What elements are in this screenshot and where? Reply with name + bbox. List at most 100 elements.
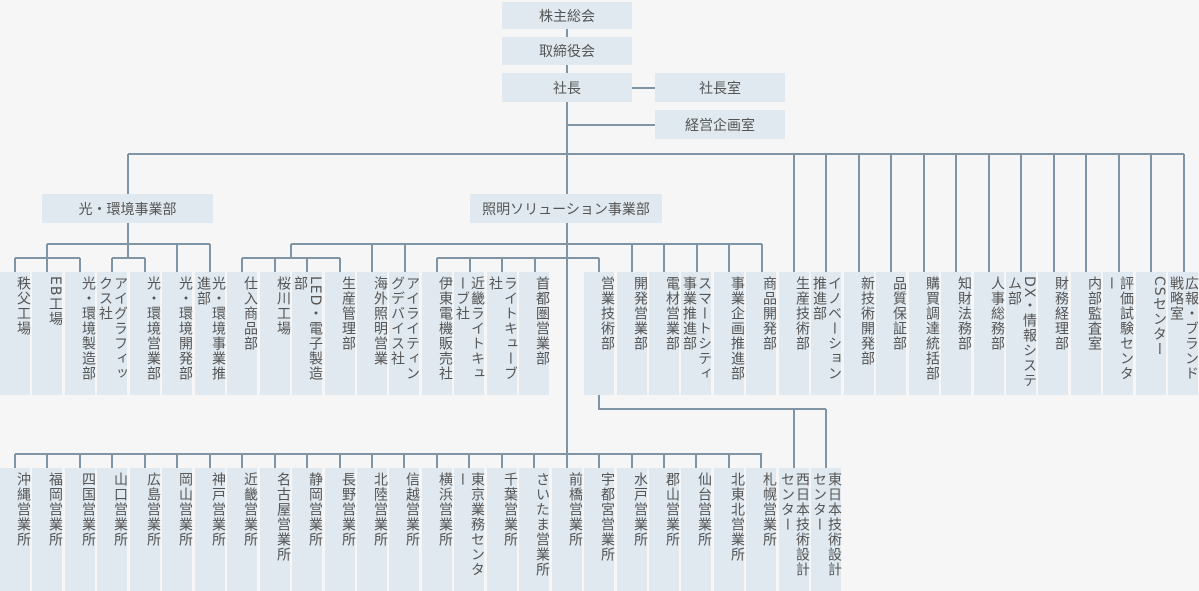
box-label: 知財法務部 bbox=[956, 276, 972, 351]
office-box: 札幌営業所 bbox=[746, 468, 777, 591]
box-label: DX・情報システム部 bbox=[1006, 276, 1037, 389]
box-label: スマートシティ事業推進部 bbox=[681, 276, 712, 381]
box-label: 東日本技術設計センター bbox=[811, 472, 842, 577]
box-label: 西日本技術設計センター bbox=[779, 472, 810, 577]
department-box: 開発営業部 bbox=[617, 272, 648, 395]
department-box: イノベーション推進部 bbox=[811, 272, 842, 395]
box-label: アイグラフィックス社 bbox=[97, 276, 128, 381]
office-box: 前橋営業所 bbox=[552, 468, 583, 591]
department-box: アイグラフィックス社 bbox=[97, 272, 128, 395]
box-label: 札幌営業所 bbox=[761, 472, 777, 547]
box-label: 首都圏営業部 bbox=[534, 276, 550, 366]
board-label: 取締役会 bbox=[539, 44, 595, 60]
box-label: 近畿ライトキューブ社 bbox=[454, 276, 485, 381]
box-label: 北陸営業所 bbox=[372, 472, 388, 547]
box-label: 前橋営業所 bbox=[567, 472, 583, 547]
box-label: 神戸営業所 bbox=[210, 472, 226, 547]
department-box: スマートシティ事業推進部 bbox=[681, 272, 712, 395]
box-label: 北東北営業所 bbox=[729, 472, 745, 562]
office-box: 西日本技術設計センター bbox=[779, 468, 810, 591]
box-label: ライトキューブ社 bbox=[487, 276, 518, 381]
department-box: 品質保証部 bbox=[876, 272, 907, 395]
planning-office-box: 経営企画室 bbox=[655, 110, 785, 139]
office-box: 広島営業所 bbox=[130, 468, 161, 591]
box-label: 郡山営業所 bbox=[664, 472, 680, 547]
department-box: 知財法務部 bbox=[941, 272, 972, 395]
office-box: 信越営業所 bbox=[389, 468, 420, 591]
lighting-solution-division-label: 照明ソリューション事業部 bbox=[482, 201, 650, 218]
box-label: 事業企画推進部 bbox=[729, 276, 745, 381]
office-box: 沖縄営業所 bbox=[0, 468, 31, 591]
department-box: 光・環境営業部 bbox=[130, 272, 161, 395]
box-label: 生産管理部 bbox=[340, 276, 356, 351]
department-box: ライトキューブ社 bbox=[487, 272, 518, 395]
box-label: 近畿営業所 bbox=[242, 472, 258, 547]
department-box: CSセンター bbox=[1136, 272, 1167, 395]
office-box: 郡山営業所 bbox=[649, 468, 680, 591]
office-box: 横浜営業所 bbox=[422, 468, 453, 591]
office-box: 千葉営業所 bbox=[487, 468, 518, 591]
department-box: 首都圏営業部 bbox=[519, 272, 550, 395]
box-label: 光・環境営業部 bbox=[145, 276, 161, 381]
department-box: 桜川工場 bbox=[260, 272, 291, 395]
department-box: 近畿ライトキューブ社 bbox=[454, 272, 485, 395]
department-box: 電材営業部 bbox=[649, 272, 680, 395]
president-label: 社長 bbox=[553, 80, 581, 97]
box-label: 静岡営業所 bbox=[307, 472, 323, 547]
office-box: 山口営業所 bbox=[97, 468, 128, 591]
office-box: 宇都宮営業所 bbox=[584, 468, 615, 591]
box-label: 営業技術部 bbox=[599, 276, 615, 351]
office-box: 仙台営業所 bbox=[681, 468, 712, 591]
department-box: 評価試験センター bbox=[1103, 272, 1134, 395]
office-box: 北東北営業所 bbox=[714, 468, 745, 591]
shareholders-meeting-box: 株主総会 bbox=[502, 2, 632, 29]
president-office-box: 社長室 bbox=[655, 73, 785, 102]
office-box: 福岡営業所 bbox=[32, 468, 63, 591]
box-label: 購買調達統括部 bbox=[924, 276, 940, 381]
box-label: 広島営業所 bbox=[145, 472, 161, 547]
department-box: 商品開発部 bbox=[746, 272, 777, 395]
department-box: 営業技術部 bbox=[584, 272, 615, 395]
box-label: 新技術開発部 bbox=[859, 276, 875, 366]
box-label: 評価試験センター bbox=[1103, 276, 1134, 381]
box-label: 内部監査室 bbox=[1086, 276, 1102, 351]
box-label: 伊東電機販売社 bbox=[437, 276, 453, 381]
box-label: 生産技術部 bbox=[794, 276, 810, 351]
box-label: 東京業務センター bbox=[454, 472, 485, 577]
box-label: 名古屋営業所 bbox=[275, 472, 291, 562]
box-label: 海外照明営業 bbox=[372, 276, 388, 366]
shareholders-meeting-label: 株主総会 bbox=[539, 8, 595, 25]
office-box: 水戸営業所 bbox=[617, 468, 648, 591]
planning-office-label: 経営企画室 bbox=[685, 117, 755, 134]
department-box: 人事総務部 bbox=[974, 272, 1005, 395]
office-box: 近畿営業所 bbox=[227, 468, 258, 591]
box-label: 商品開発部 bbox=[761, 276, 777, 351]
box-label: 光・環境事業推進部 bbox=[195, 276, 226, 381]
box-label: 福岡営業所 bbox=[47, 472, 63, 547]
department-box: 光・環境開発部 bbox=[162, 272, 193, 395]
office-box: 名古屋営業所 bbox=[260, 468, 291, 591]
box-label: 信越営業所 bbox=[404, 472, 420, 547]
department-box: 光・環境事業推進部 bbox=[195, 272, 226, 395]
box-label: 岡山営業所 bbox=[177, 472, 193, 547]
lighting-solution-division-box: 照明ソリューション事業部 bbox=[470, 194, 662, 223]
department-box: DX・情報システム部 bbox=[1006, 272, 1037, 395]
department-box: 海外照明営業 bbox=[357, 272, 388, 395]
box-label: 人事総務部 bbox=[989, 276, 1005, 351]
light-env-division-label: 光・環境事業部 bbox=[78, 201, 177, 218]
box-label: 電材営業部 bbox=[664, 276, 680, 351]
box-label: 開発営業部 bbox=[632, 276, 648, 351]
box-label: 光・環境製造部 bbox=[80, 276, 96, 381]
box-label: さいたま営業所 bbox=[534, 472, 550, 577]
box-label: 長野営業所 bbox=[340, 472, 356, 547]
box-label: 光・環境開発部 bbox=[177, 276, 193, 381]
box-label: EB工場 bbox=[47, 276, 63, 327]
department-box: 秩父工場 bbox=[0, 272, 31, 395]
box-label: 仕入商品部 bbox=[242, 276, 258, 351]
box-label: 財務経理部 bbox=[1053, 276, 1069, 351]
office-box: 東日本技術設計センター bbox=[811, 468, 842, 591]
department-box: LED・電子製造部 bbox=[292, 272, 323, 395]
department-box: 事業企画推進部 bbox=[714, 272, 745, 395]
department-box: 仕入商品部 bbox=[227, 272, 258, 395]
